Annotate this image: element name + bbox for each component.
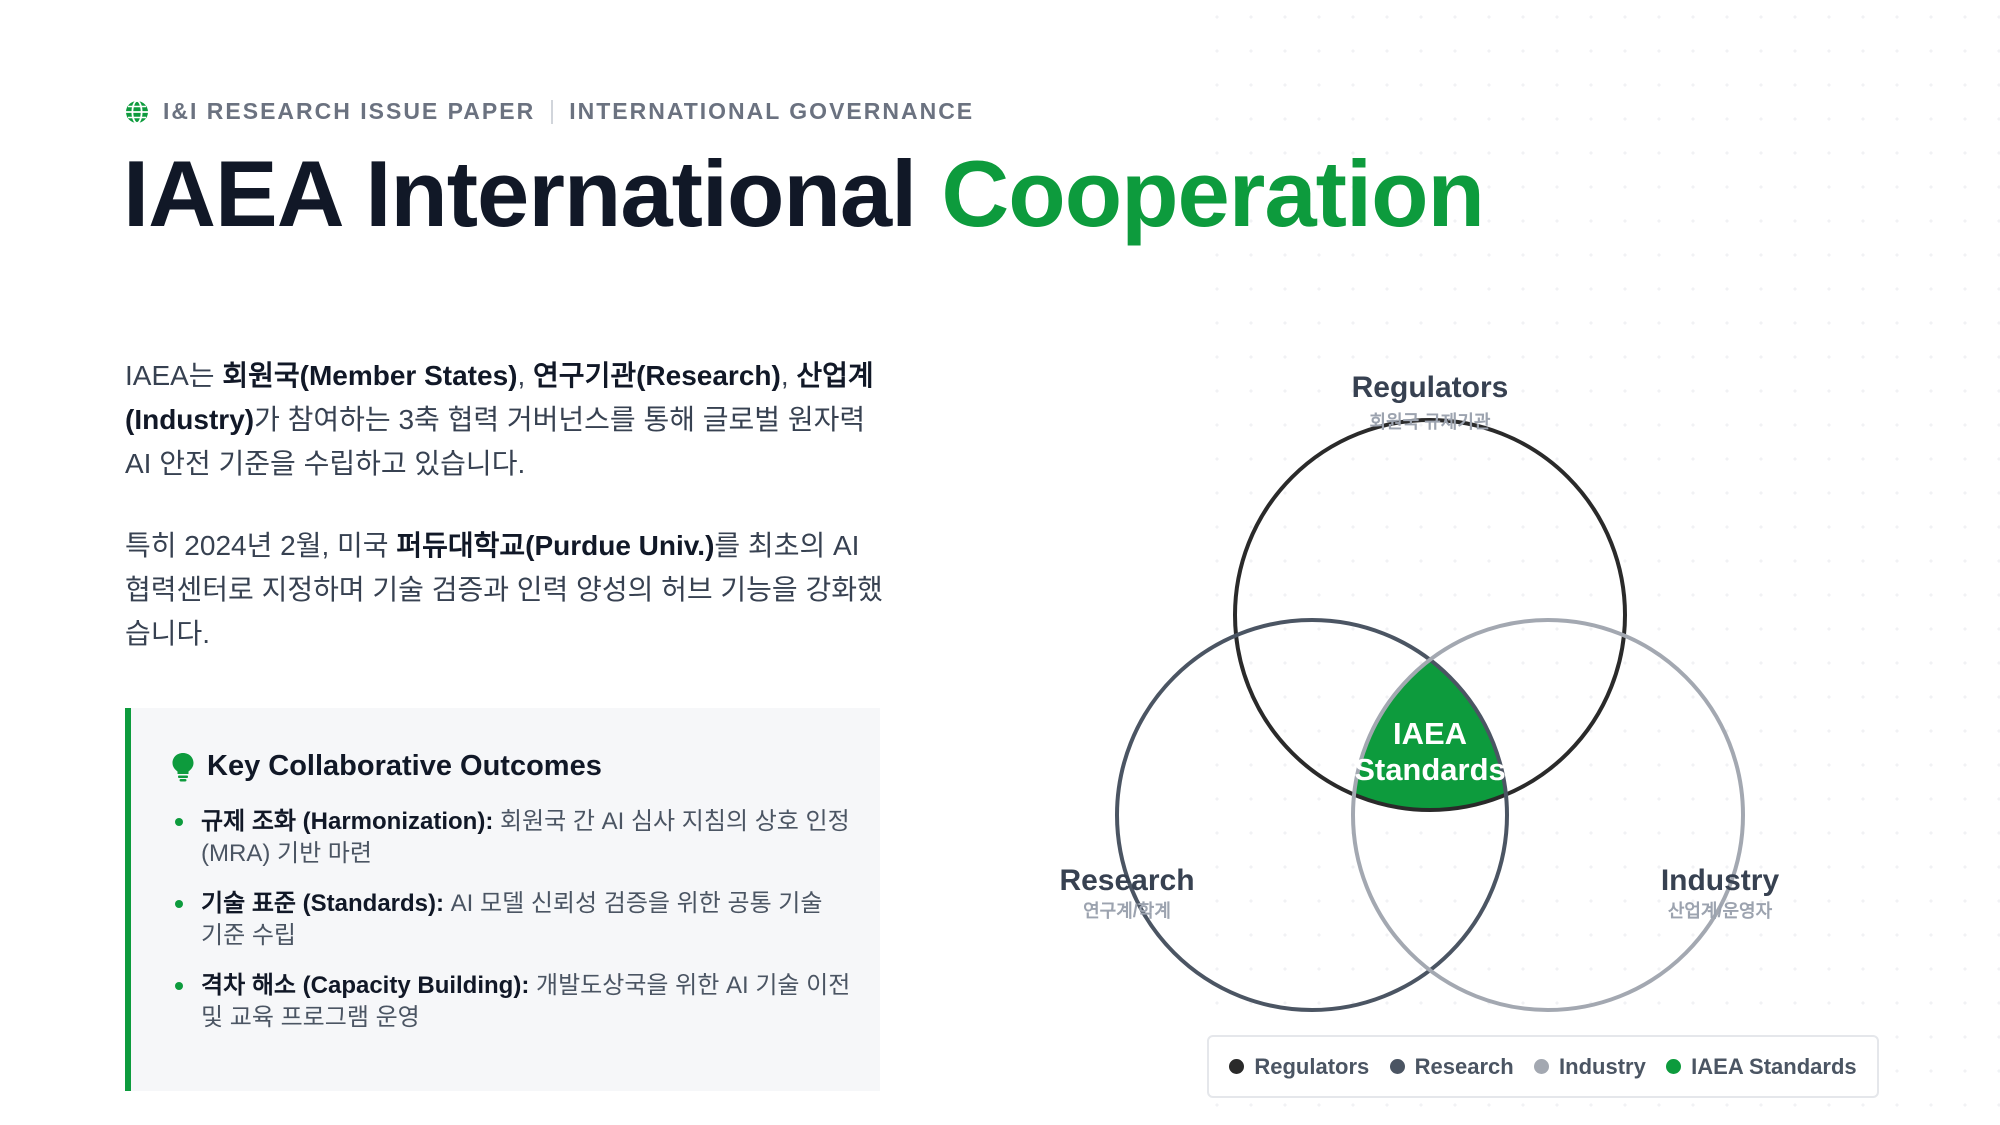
venn-legend: Regulators Research Industry IAEA Standards: [1207, 1035, 1879, 1098]
bullet-dot: [175, 982, 183, 990]
emphasis-text: 퍼듀대학교(Purdue Univ.): [396, 530, 715, 561]
emphasis-text: 산업계 (Industry): [125, 360, 874, 435]
kicker-right: INTERNATIONAL GOVERNANCE: [569, 98, 975, 124]
outcome-item: 기술 표준 (Standards): AI 모델 신뢰성 검증을 위한 공통 기…: [171, 888, 851, 952]
outcome-text: AI 모델 신뢰성 검증을 위한 공통 기술 기준 수립: [201, 890, 823, 949]
bullet-dot: [175, 818, 183, 826]
venn-circle-industry: [1351, 618, 1745, 1012]
bullet-dot: [175, 900, 183, 908]
venn-sub-regulators: 회원국 규제기관: [1370, 412, 1491, 432]
outcome-label: 격차 해소 (Capacity Building):: [201, 972, 530, 999]
venn-circle-regulators: [1233, 418, 1627, 812]
outcomes-title: Key Collaborative Outcomes: [207, 750, 602, 782]
body-text: ,: [517, 360, 534, 391]
body-text: 특히 2024년 2월, 미국: [125, 530, 397, 561]
venn-circle-research: [1115, 618, 1509, 1012]
outcome-label: 기술 표준 (Standards):: [201, 890, 444, 917]
outcomes-list: 규제 조화 (Harmonization): 회원국 간 AI 심사 지침의 상…: [171, 806, 851, 1052]
globe-icon: [126, 99, 148, 124]
outcome-text: 회원국 간 AI 심사 지침의 상호 인정(MRA) 기반 마련: [201, 808, 850, 867]
legend-swatch: [1666, 1059, 1682, 1074]
legend-swatch: [1229, 1059, 1245, 1074]
emphasis-text: 회원국(Member States): [222, 360, 518, 391]
venn-center-region: [1353, 620, 1507, 810]
legend-item: IAEA Standards: [1666, 1053, 1857, 1080]
body-text: 가 참여하는 3축 협력 거버넌스를 통해 글로벌 원자력 AI 안전 기준을 …: [125, 404, 866, 479]
legend-label: Research: [1414, 1053, 1514, 1079]
venn-center-line-1: IAEA: [1393, 716, 1467, 751]
page-title: IAEA International Cooperation: [123, 140, 1485, 248]
legend-item: Research: [1389, 1053, 1514, 1080]
outcome-text: 개발도상국을 위한 AI 기술 이전 및 교육 프로그램 운영: [201, 972, 851, 1031]
body-text: ,: [780, 360, 797, 391]
dot-grid-background: [1200, 0, 2000, 1125]
outcome-item: 격차 해소 (Capacity Building): 개발도상국을 위한 AI …: [171, 970, 851, 1034]
body-text: IAEA는: [125, 360, 223, 391]
title-accent: Cooperation: [941, 141, 1485, 246]
venn-center-line-2: Standards: [1354, 752, 1506, 787]
legend-swatch: [1534, 1059, 1550, 1074]
emphasis-text: 연구기관(Research): [533, 360, 781, 391]
outcome-label: 규제 조화 (Harmonization):: [201, 808, 494, 835]
body-text: 를 최초의 AI 협력센터로 지정하며 기술 검증과 인력 양성의 허브 기능을…: [125, 530, 883, 649]
venn-sub-industry: 산업계/운영자: [1668, 901, 1773, 921]
title-main: IAEA International: [123, 141, 917, 246]
kicker: I&I RESEARCH ISSUE PAPER INTERNATIONAL G…: [125, 98, 974, 125]
legend-item: Regulators: [1229, 1054, 1369, 1080]
outcomes-card: Key Collaborative Outcomes 규제 조화 (Harmon…: [125, 708, 880, 1091]
legend-label: IAEA Standards: [1691, 1053, 1857, 1079]
legend-label: Regulators: [1254, 1053, 1370, 1079]
intro-paragraph-1: IAEA는 회원국(Member States), 연구기관(Research)…: [125, 354, 885, 486]
kicker-left: I&I RESEARCH ISSUE PAPER: [163, 98, 536, 124]
venn-label-research: Research: [1059, 864, 1194, 897]
venn-label-regulators: Regulators: [1352, 371, 1509, 404]
outcome-item: 규제 조화 (Harmonization): 회원국 간 AI 심사 지침의 상…: [171, 806, 851, 870]
legend-label: Industry: [1559, 1053, 1646, 1079]
lightbulb-icon: [172, 752, 194, 781]
legend-item: Industry: [1534, 1054, 1646, 1080]
outcomes-heading: Key Collaborative Outcomes: [171, 750, 602, 783]
venn-sub-research: 연구계/학계: [1083, 900, 1171, 921]
legend-swatch: [1389, 1059, 1405, 1074]
intro-paragraph-2: 특히 2024년 2월, 미국 퍼듀대학교(Purdue Univ.)를 최초의…: [125, 524, 885, 656]
venn-diagram: Regulators 회원국 규제기관 Research 연구계/학계 Indu…: [1059, 371, 1780, 1012]
kicker-separator: [551, 99, 554, 124]
venn-label-industry: Industry: [1661, 864, 1780, 897]
